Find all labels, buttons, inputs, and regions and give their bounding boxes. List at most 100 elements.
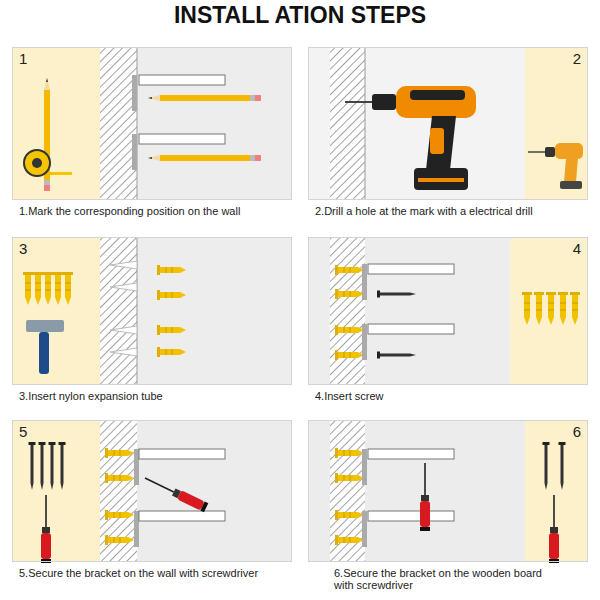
panel-2-art — [525, 47, 588, 200]
panel-1-art — [148, 155, 261, 161]
step-caption: 1.Mark the corresponding position on the… — [19, 205, 287, 217]
panel-5-art — [41, 495, 51, 563]
panel-3-art — [39, 332, 49, 374]
panel-6-art — [549, 495, 559, 563]
panel-5-art — [137, 420, 292, 562]
step-caption: 6.Secure the bracket on the wooden board… — [334, 567, 564, 591]
panel-5-art — [105, 535, 134, 545]
panel-3-art — [100, 237, 137, 385]
panel-3-art — [43, 272, 53, 305]
step-caption: 5.Secure the bracket on the wall with sc… — [19, 567, 287, 579]
panel-1-art — [24, 150, 50, 176]
panel-2-art — [414, 168, 468, 190]
panel-5-art — [134, 511, 139, 547]
panel-2-art — [426, 116, 456, 170]
panel-5-art — [39, 442, 46, 490]
panel-4-art — [522, 292, 532, 325]
panel-6-art — [368, 511, 454, 521]
step-panel: 66.Secure the bracket on the wooden boar… — [308, 420, 588, 562]
panel-5-art — [143, 474, 209, 513]
panel-6-art — [525, 420, 588, 562]
panel-3-art — [26, 320, 64, 332]
panel-2-art — [430, 128, 444, 154]
panel-4-art — [546, 292, 556, 325]
panel-4-art — [362, 264, 367, 300]
panel-6-art — [559, 442, 566, 490]
panel-6-art — [420, 463, 430, 531]
panel-5-art — [139, 449, 225, 459]
panel-4-art — [335, 350, 364, 360]
panel-1-art — [139, 75, 225, 85]
panel-2-art — [308, 47, 588, 200]
step-panel: 44.Insert screw — [308, 237, 588, 385]
panel-5-art — [59, 442, 66, 490]
panel-5-art — [105, 510, 134, 520]
panel-4-art — [335, 289, 364, 299]
panel-1-art — [137, 47, 292, 200]
page-title: INSTALL ATION STEPS — [0, 2, 600, 29]
panel-5-art — [12, 420, 100, 562]
panel-1-art — [50, 172, 72, 175]
step-panel: 11.Mark the corresponding position on th… — [12, 47, 292, 200]
panel-2-art — [560, 181, 582, 189]
panel-2-art — [545, 147, 555, 157]
panel-6-art — [330, 420, 365, 562]
panel-2-art — [365, 47, 366, 200]
panel-5-art — [143, 474, 209, 513]
panel-1-art — [132, 134, 137, 170]
panel-2-art — [345, 101, 372, 103]
step-panel: 33.Insert nylon expansion tube — [12, 237, 292, 385]
panel-5-art — [134, 449, 139, 485]
panel-6-art — [308, 420, 588, 562]
panel-1-art — [137, 47, 138, 200]
step-caption: 3.Insert nylon expansion tube — [19, 390, 287, 402]
panel-5-art — [100, 420, 137, 562]
panel-3-art — [157, 325, 186, 335]
panel-2-art — [372, 94, 396, 110]
panel-5-art — [12, 420, 292, 563]
panel-4-art — [308, 237, 588, 385]
step-panel: 55.Secure the bracket on the wall with s… — [12, 420, 292, 562]
panel-3-art — [157, 347, 186, 357]
panel-3-art — [157, 265, 186, 275]
panel-6-art — [335, 473, 364, 483]
panel-1-art — [139, 134, 225, 144]
panel-3-art — [12, 237, 100, 385]
panel-4-art — [558, 292, 568, 325]
panel-3-art — [63, 272, 73, 305]
panel-3-art — [53, 272, 63, 305]
panel-5-art — [49, 442, 56, 490]
panel-3-art — [23, 272, 33, 305]
panel-4-art — [510, 237, 588, 385]
panel-4-art — [335, 265, 364, 275]
panel-4-art — [377, 291, 416, 298]
panel-1-art — [148, 95, 261, 101]
panel-4-art — [570, 292, 580, 325]
panel-5-art — [105, 473, 134, 483]
panel-4-art — [534, 292, 544, 325]
panel-2-art — [410, 90, 465, 100]
panel-2-art — [528, 151, 545, 153]
panel-1-art — [32, 158, 42, 168]
panel-6-art — [335, 510, 364, 520]
panel-4-art — [330, 237, 365, 385]
panel-2-art — [330, 47, 365, 200]
step-caption: 4.Insert screw — [315, 390, 583, 402]
panel-3-art — [137, 237, 138, 385]
panel-6-art — [335, 535, 364, 545]
panel-2-art — [418, 178, 464, 182]
panel-6-art — [368, 449, 454, 459]
panel-2-art — [308, 47, 588, 200]
panel-3-art — [157, 290, 186, 300]
panel-4-art — [308, 237, 588, 385]
step-number: 2 — [573, 51, 581, 66]
panel-4-art — [368, 324, 454, 334]
panel-1-art — [148, 95, 261, 101]
panel-6-art — [362, 449, 367, 485]
panel-4-art — [335, 325, 364, 335]
panel-5-art — [29, 442, 36, 490]
step-number: 6 — [573, 424, 581, 439]
step-number: 3 — [19, 241, 27, 256]
